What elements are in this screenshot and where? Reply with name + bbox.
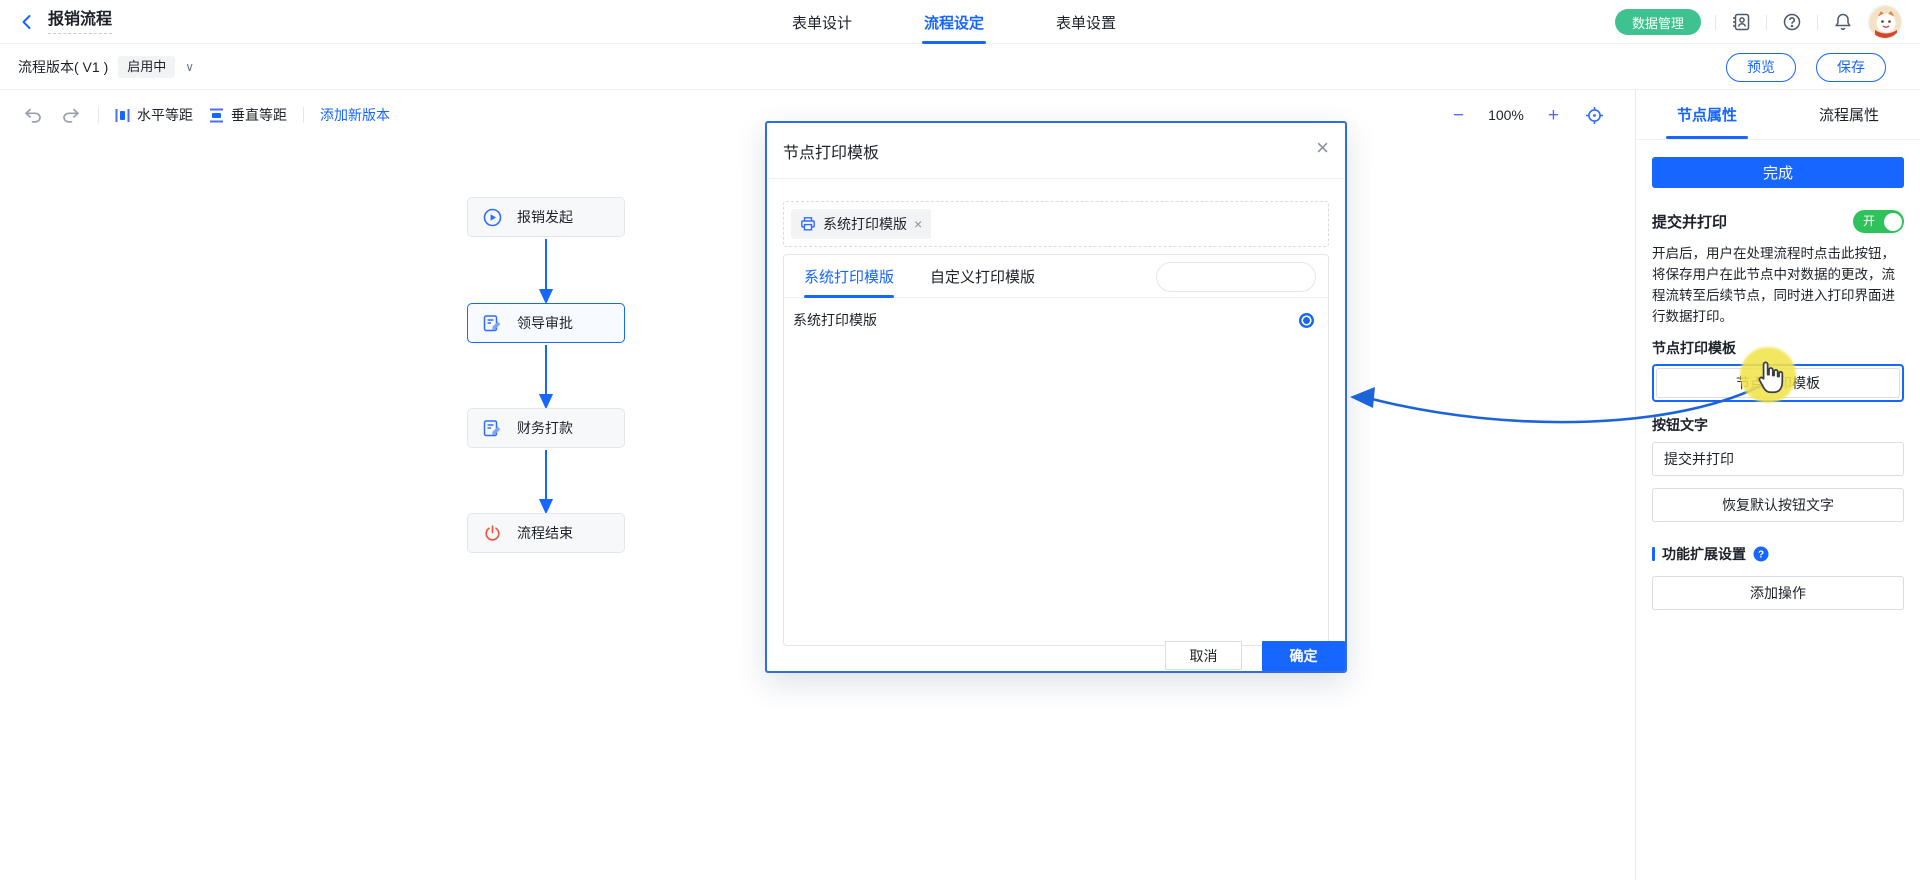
divider bbox=[1715, 14, 1716, 30]
close-icon[interactable]: × bbox=[1316, 135, 1329, 160]
zoom-level: 100% bbox=[1488, 107, 1524, 123]
node-print-template-button[interactable]: 节点打印模板 bbox=[1656, 368, 1900, 398]
divider bbox=[98, 107, 99, 123]
property-panel: 节点属性 流程属性 完成 提交并打印 开 开启后，用户在处理流程时点击此按钮，将… bbox=[1635, 90, 1920, 880]
selected-template-area: 系统打印模版 × bbox=[783, 201, 1329, 247]
distribute-vertical-icon bbox=[210, 108, 223, 122]
version-label: 流程版本( V1 ) bbox=[18, 59, 109, 75]
play-circle-icon bbox=[483, 208, 502, 226]
top-header: 报销流程 表单设计 流程设定 表单设置 数据管理 bbox=[0, 0, 1920, 44]
submit-print-description: 开启后，用户在处理流程时点击此按钮，将保存用户在此节点中对数据的更改，流程流转至… bbox=[1652, 246, 1895, 324]
section-marker bbox=[1652, 547, 1655, 561]
node-label: 领导审批 bbox=[517, 315, 573, 331]
printer-icon bbox=[801, 217, 815, 231]
complete-button[interactable]: 完成 bbox=[1652, 157, 1904, 188]
tab-custom-templates[interactable]: 自定义打印模版 bbox=[930, 268, 1036, 286]
node-label: 流程结束 bbox=[517, 525, 573, 541]
button-text-input[interactable] bbox=[1652, 442, 1904, 476]
redo-icon[interactable] bbox=[60, 104, 82, 126]
undo-icon[interactable] bbox=[22, 104, 44, 126]
divider bbox=[303, 107, 304, 123]
document-pen-icon bbox=[483, 419, 501, 436]
submit-print-label: 提交并打印 bbox=[1652, 214, 1728, 231]
node-print-template-label: 节点打印模板 bbox=[1652, 340, 1736, 356]
node-print-template-focus-ring: 节点打印模板 bbox=[1652, 364, 1904, 402]
page-title[interactable]: 报销流程 bbox=[48, 11, 113, 34]
chip-remove-icon[interactable]: × bbox=[914, 216, 923, 232]
button-text-label: 按钮文字 bbox=[1652, 417, 1708, 433]
radio-selected-icon[interactable] bbox=[1299, 312, 1314, 328]
fit-view-icon[interactable] bbox=[1583, 104, 1605, 126]
divider bbox=[1817, 14, 1818, 30]
template-list-panel: 系统打印模版 自定义打印模版 系统打印模版 bbox=[783, 254, 1353, 646]
template-search-input[interactable] bbox=[1157, 269, 1353, 285]
template-search[interactable] bbox=[1156, 262, 1353, 292]
panel-tabs: 节点属性 流程属性 bbox=[1636, 90, 1920, 140]
save-button[interactable]: 保存 bbox=[1816, 52, 1886, 82]
divider bbox=[1766, 14, 1767, 30]
tab-flow-properties[interactable]: 流程属性 bbox=[1818, 107, 1879, 124]
node-print-template-modal: 节点打印模板 × 系统打印模版 × 系统打印模版 自定义打印模版 bbox=[765, 121, 1353, 673]
status-badge: 启用中 bbox=[118, 56, 176, 78]
submit-print-toggle[interactable]: 开 bbox=[1853, 210, 1904, 233]
distribute-horizontal-icon bbox=[115, 108, 130, 122]
tab-node-properties[interactable]: 节点属性 bbox=[1636, 90, 1778, 139]
flow-node-finance-pay[interactable]: 财务打款 bbox=[467, 408, 625, 448]
zoom-out-button[interactable]: − bbox=[1452, 104, 1465, 126]
cancel-button[interactable]: 取消 bbox=[1165, 641, 1242, 670]
flow-node-leader-approve[interactable]: 领导审批 bbox=[467, 303, 625, 343]
version-bar: 流程版本( V1 ) 启用中 ∨ 预览 保存 bbox=[0, 44, 1920, 90]
add-new-version-link[interactable]: 添加新版本 bbox=[320, 107, 390, 123]
tab-system-templates[interactable]: 系统打印模版 bbox=[804, 255, 895, 298]
extension-settings-label: 功能扩展设置 bbox=[1662, 546, 1746, 562]
main-tabs: 表单设计 流程设定 表单设置 bbox=[792, 0, 1116, 44]
zoom-in-button[interactable]: + bbox=[1547, 104, 1559, 126]
node-label: 报销发起 bbox=[517, 209, 573, 225]
chip-label: 系统打印模版 bbox=[823, 216, 907, 232]
node-label: 财务打款 bbox=[517, 420, 573, 436]
tab-form-setting[interactable]: 表单设置 bbox=[1056, 14, 1117, 32]
flow-node-start[interactable]: 报销发起 bbox=[467, 197, 625, 237]
help-icon[interactable] bbox=[1781, 11, 1803, 33]
distribute-vertical-button[interactable]: 垂直等距 bbox=[209, 105, 287, 125]
add-action-button[interactable]: 添加操作 bbox=[1652, 576, 1904, 610]
distribute-horizontal-button[interactable]: 水平等距 bbox=[115, 105, 193, 125]
template-list-item[interactable]: 系统打印模版 bbox=[784, 298, 1328, 342]
selected-template-chip[interactable]: 系统打印模版 × bbox=[791, 209, 932, 239]
flow-node-end[interactable]: 流程结束 bbox=[467, 513, 625, 553]
modal-title: 节点打印模板 bbox=[783, 144, 880, 162]
back-icon[interactable] bbox=[18, 13, 36, 31]
data-manage-button[interactable]: 数据管理 bbox=[1614, 9, 1701, 35]
chevron-down-icon[interactable]: ∨ bbox=[185, 60, 195, 74]
contacts-icon[interactable] bbox=[1730, 11, 1752, 33]
template-name: 系统打印模版 bbox=[793, 312, 877, 328]
preview-button[interactable]: 预览 bbox=[1726, 52, 1796, 82]
power-icon bbox=[485, 524, 500, 541]
tab-flow-setting[interactable]: 流程设定 bbox=[924, 0, 984, 44]
tab-form-design[interactable]: 表单设计 bbox=[792, 14, 853, 32]
question-circle-filled-icon[interactable]: ? bbox=[1753, 546, 1769, 562]
toggle-on-text: 开 bbox=[1863, 214, 1876, 228]
user-avatar[interactable] bbox=[1868, 5, 1902, 39]
bell-icon[interactable] bbox=[1832, 11, 1854, 33]
toggle-knob bbox=[1883, 212, 1902, 231]
document-pen-icon bbox=[483, 314, 501, 331]
confirm-button[interactable]: 确定 bbox=[1262, 641, 1345, 671]
restore-default-button[interactable]: 恢复默认按钮文字 bbox=[1652, 488, 1904, 522]
svg-text:?: ? bbox=[1758, 550, 1764, 561]
